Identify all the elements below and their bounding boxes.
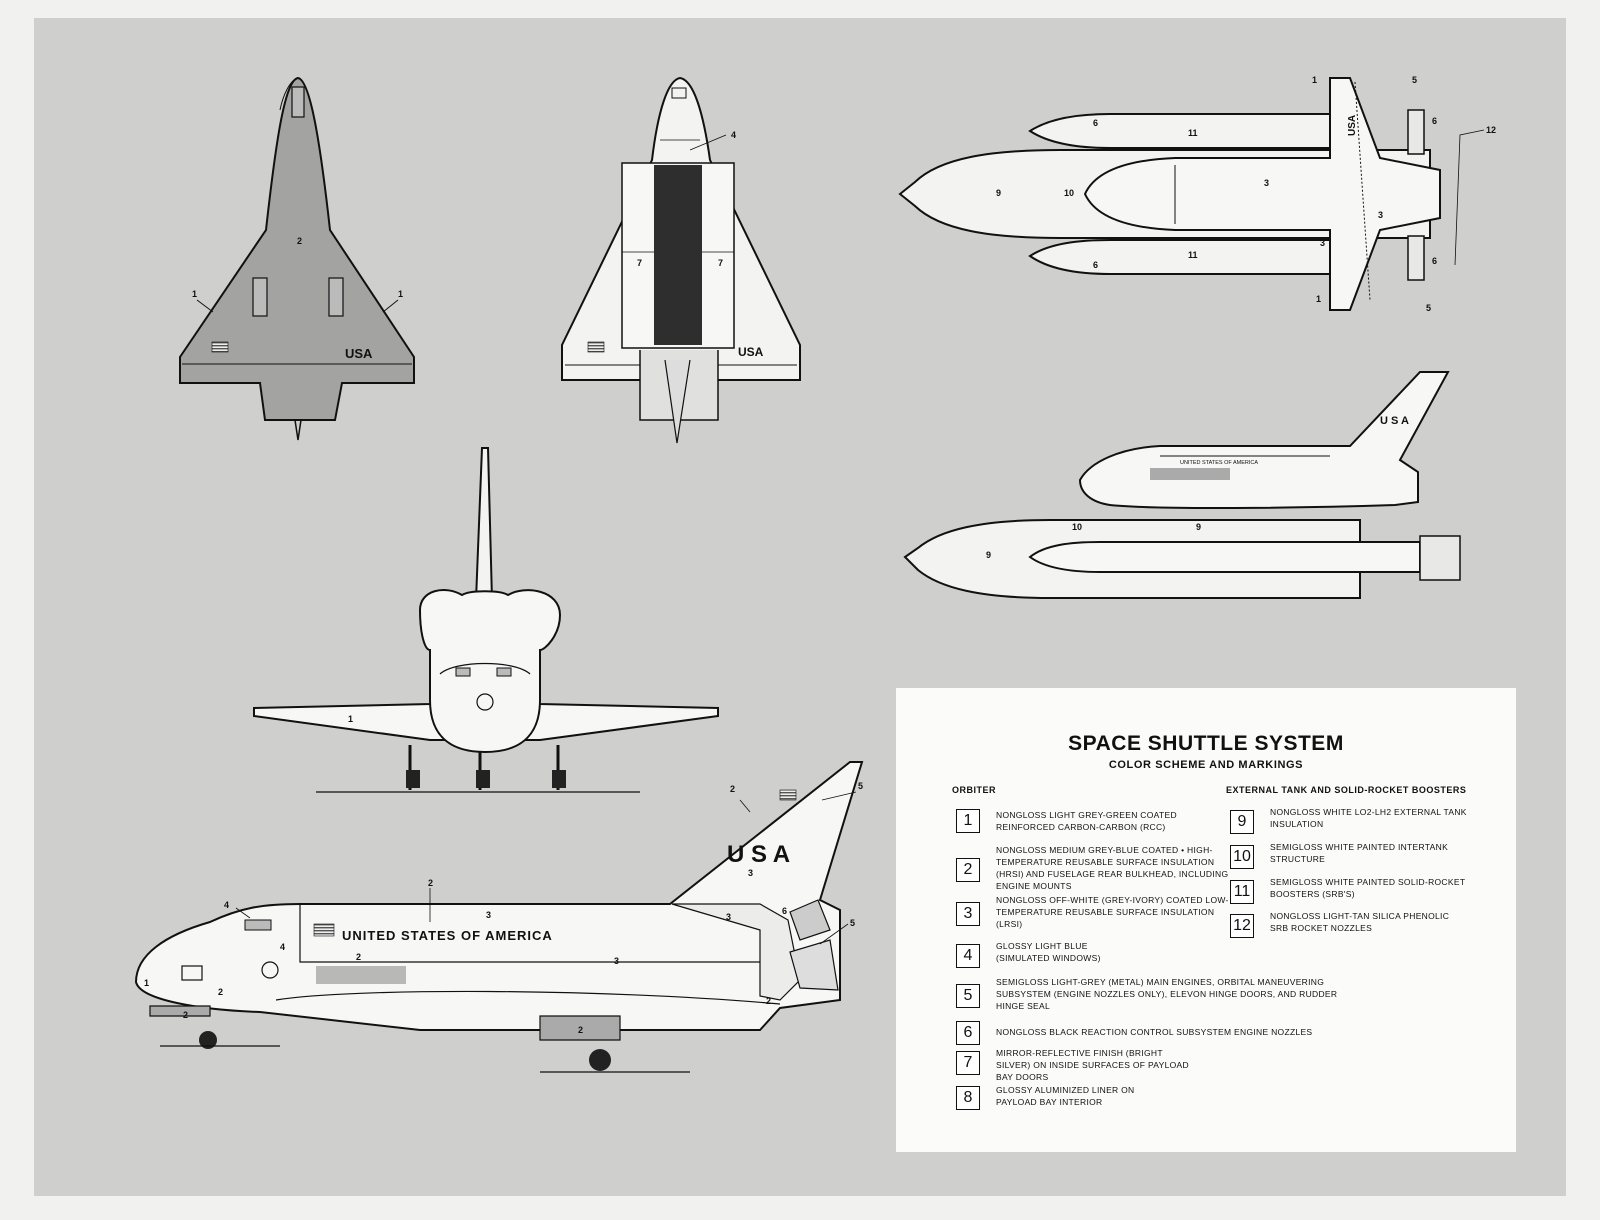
- stack-side-usa-marking: U S A: [1380, 415, 1409, 427]
- side-callout-5-engines: 5: [850, 918, 855, 928]
- legend-text: NONGLOSS LIGHT-TAN SILICA PHENOLIC SRB R…: [1270, 911, 1450, 933]
- legend-number: 11: [1230, 880, 1254, 904]
- legend-text: NONGLOSS WHITE LO2-LH2 EXTERNAL TANK INS…: [1270, 807, 1467, 829]
- stack-top-callout-11-upper: 11: [1188, 128, 1198, 138]
- stack-side-callout-10: 10: [1072, 522, 1082, 532]
- orbiter-top-view: USA 7 7 4: [561, 76, 801, 444]
- top-callout-7-right: 7: [718, 258, 723, 268]
- side-callout-1-nose: 1: [144, 978, 149, 988]
- legend-number: 12: [1230, 914, 1254, 938]
- legend-number: 5: [956, 984, 980, 1008]
- stack-top-view: 9 10 11 11 3 3 3 6 6 6 6 1 1 5 5 12 USA: [898, 75, 1496, 313]
- top-usa-marking: USA: [738, 345, 764, 359]
- side-callout-3-body: 3: [486, 910, 491, 920]
- stack-top-callout-6-lower: 6: [1093, 260, 1098, 270]
- stack-top-callout-11-lower: 11: [1188, 250, 1198, 260]
- legend-number: 9: [1230, 810, 1254, 834]
- stack-top-callout-9: 9: [996, 188, 1001, 198]
- legend-text: MIRROR-REFLECTIVE FINISH (BRIGHT SILVER)…: [996, 1048, 1189, 1082]
- stack-top-callout-6-right-upper: 6: [1432, 116, 1437, 126]
- legend-text: NONGLOSS OFF-WHITE (GREY-IVORY) COATED L…: [996, 895, 1229, 929]
- stack-top-callout-1-lower: 1: [1316, 294, 1321, 304]
- legend-number: 8: [956, 1086, 980, 1110]
- legend-panel: SPACE SHUTTLE SYSTEM COLOR SCHEME AND MA…: [896, 688, 1516, 1152]
- side-callout-6: 6: [782, 906, 787, 916]
- stack-top-callout-5-upper: 5: [1412, 75, 1417, 85]
- stack-side-view: UNITED STATES OF AMERICA U S A 9 10 9: [903, 371, 1461, 599]
- front-callout-1: 1: [348, 714, 353, 724]
- legend-number: 3: [956, 902, 980, 926]
- side-callout-2-gear: 2: [183, 1010, 188, 1020]
- stack-top-callout-5-lower: 5: [1426, 303, 1431, 313]
- legend-number: 6: [956, 1021, 980, 1045]
- legend-text: NONGLOSS MEDIUM GREY-BLUE COATED • HIGH-…: [996, 845, 1229, 891]
- stack-top-callout-1-upper: 1: [1312, 75, 1317, 85]
- stack-side-callout-9-left: 9: [986, 550, 991, 560]
- side-callout-2-rear: 2: [766, 996, 771, 1006]
- legend-text: SEMIGLOSS WHITE PAINTED INTERTANK STRUCT…: [1270, 842, 1449, 864]
- stack-top-callout-3-a: 3: [1264, 178, 1269, 188]
- side-callout-4-lower: 4: [280, 942, 285, 952]
- legend-text: GLOSSY ALUMINIZED LINER ON PAYLOAD BAY I…: [996, 1085, 1135, 1107]
- orbiter-heading: ORBITER: [952, 785, 996, 795]
- legend-text: NONGLOSS BLACK REACTION CONTROL SUBSYSTE…: [996, 1027, 1313, 1037]
- orbiter-side-view: UNITED STATES OF AMERICA U S A 2 5 3 2 3…: [134, 761, 864, 1073]
- bottom-callout-1-right: 1: [398, 289, 403, 299]
- stack-side-fuselage-marking: UNITED STATES OF AMERICA: [1180, 460, 1258, 466]
- bottom-callout-2: 2: [297, 236, 302, 246]
- legend-number: 1: [956, 809, 980, 833]
- stack-top-usa-marking: USA: [1347, 115, 1358, 136]
- legend-text: GLOSSY LIGHT BLUE (SIMULATED WINDOWS): [996, 941, 1101, 963]
- side-callout-2-top: 2: [428, 878, 433, 888]
- legend-number: 2: [956, 858, 980, 882]
- bottom-usa-marking: USA: [345, 346, 373, 361]
- top-callout-4: 4: [731, 130, 736, 140]
- side-callout-2-body: 2: [356, 952, 361, 962]
- legend-text: NONGLOSS LIGHT GREY-GREEN COATED REINFOR…: [996, 810, 1177, 832]
- stack-top-callout-6-right-lower: 6: [1432, 256, 1437, 266]
- stack-top-callout-6-upper: 6: [1093, 118, 1098, 128]
- side-fuselage-marking: UNITED STATES OF AMERICA: [342, 928, 553, 943]
- legend-text: SEMIGLOSS LIGHT-GREY (METAL) MAIN ENGINE…: [996, 977, 1338, 1011]
- bottom-callout-1-left: 1: [192, 289, 197, 299]
- side-callout-3-tail: 3: [748, 868, 753, 878]
- legend-subtitle: COLOR SCHEME AND MARKINGS: [1108, 759, 1304, 771]
- et-srb-heading: EXTERNAL TANK AND SOLID-ROCKET BOOSTERS: [1226, 785, 1467, 795]
- side-callout-2-main-gear: 2: [578, 1025, 583, 1035]
- side-callout-5-tail: 5: [858, 781, 863, 791]
- side-usa-marking: U S A: [727, 841, 790, 868]
- side-callout-4-upper: 4: [224, 900, 229, 910]
- stack-top-callout-12: 12: [1486, 125, 1496, 135]
- legend-number: 10: [1230, 845, 1254, 869]
- orbiter-bottom-view: USA 2 1 1: [179, 76, 415, 441]
- stack-side-callout-9-mid: 9: [1196, 522, 1201, 532]
- legend-number: 4: [956, 944, 980, 968]
- side-callout-2-tail: 2: [730, 784, 735, 794]
- orbiter-front-view: 1: [253, 447, 719, 793]
- stack-top-callout-10: 10: [1064, 188, 1074, 198]
- stack-top-callout-3-b: 3: [1378, 210, 1383, 220]
- side-callout-3-mid: 3: [614, 956, 619, 966]
- side-callout-2-nose: 2: [218, 987, 223, 997]
- legend-title: SPACE SHUTTLE SYSTEM: [1068, 732, 1344, 755]
- stack-top-callout-3-c: 3: [1320, 238, 1325, 248]
- legend-number: 7: [956, 1051, 980, 1075]
- top-callout-7-left: 7: [637, 258, 642, 268]
- legend-text: SEMIGLOSS WHITE PAINTED SOLID-ROCKET BOO…: [1270, 877, 1466, 899]
- side-callout-3-aft: 3: [726, 912, 731, 922]
